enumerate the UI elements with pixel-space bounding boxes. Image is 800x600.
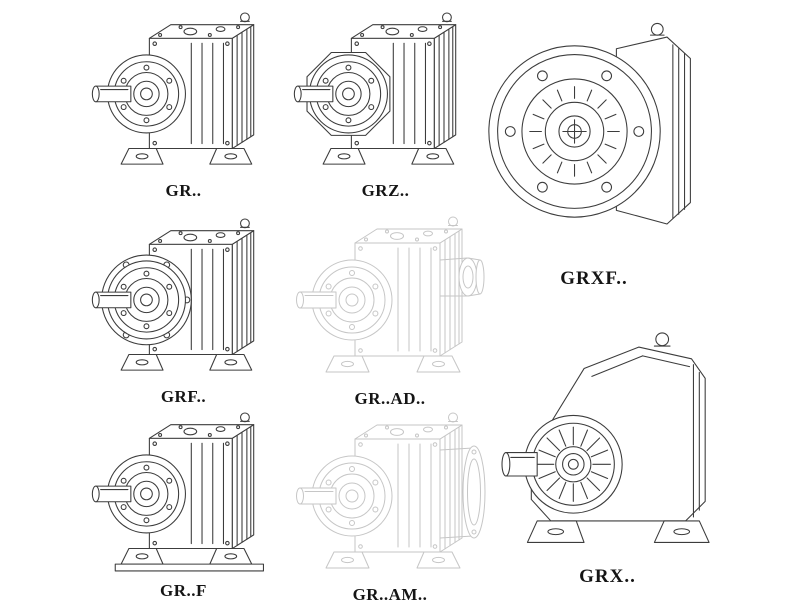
- label-gram: GR..AM..: [352, 585, 428, 600]
- figure-gr: GR..: [86, 4, 281, 201]
- figure-grf-foot: GR..F: [86, 404, 281, 600]
- grxf-gearbox-drawing: [488, 22, 691, 225]
- label-grad: GR..AD..: [354, 389, 426, 408]
- grad-gearbox-drawing: [296, 216, 485, 373]
- grf-foot-gearbox-drawing: [91, 412, 264, 572]
- label-grf-foot: GR..F: [160, 581, 207, 600]
- grf-gearbox-drawing: [91, 218, 255, 371]
- label-grz: GRZ..: [361, 181, 410, 200]
- figure-grad: GR..AD..: [290, 208, 490, 409]
- label-grx: GRX..: [579, 566, 636, 587]
- gr-gearbox-drawing: [91, 12, 255, 165]
- label-gr: GR..: [165, 181, 202, 200]
- figure-grf: GRF..: [86, 210, 281, 407]
- figure-grz: GRZ..: [288, 4, 483, 201]
- figure-grx: GRX..: [490, 308, 725, 588]
- label-grf: GRF..: [160, 387, 207, 406]
- label-grxf: GRXF..: [560, 268, 628, 289]
- gram-gearbox-drawing: [296, 412, 486, 569]
- figure-grxf: GRXF..: [482, 2, 706, 290]
- figure-gram: GR..AM..: [290, 404, 490, 600]
- grz-gearbox-drawing: [293, 12, 457, 165]
- grx-gearbox-drawing: [501, 332, 710, 543]
